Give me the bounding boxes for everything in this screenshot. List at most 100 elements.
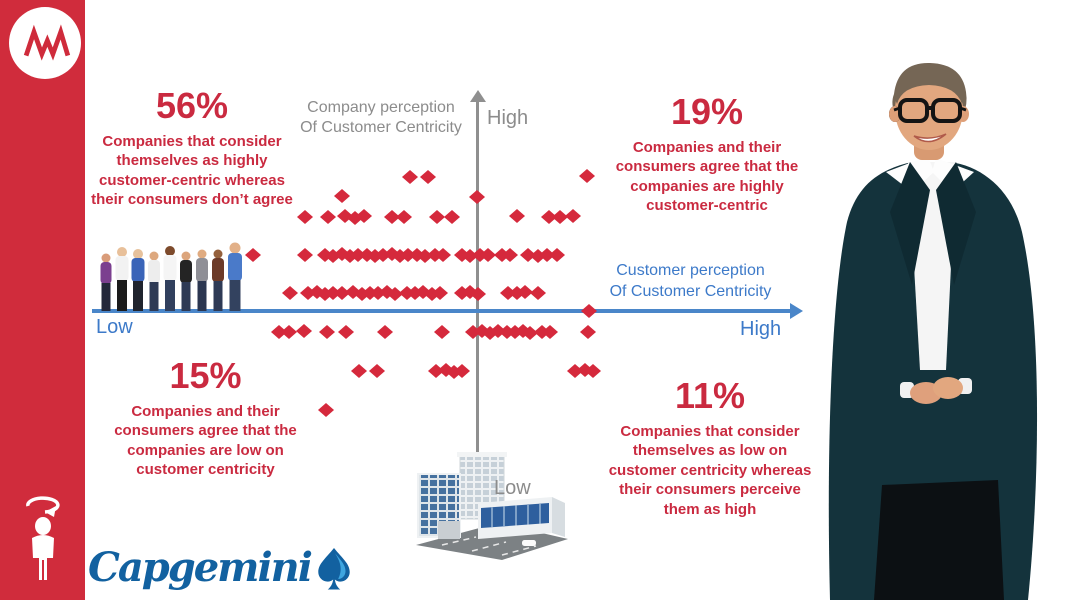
scatter-point (317, 248, 333, 262)
scatter-point (282, 286, 298, 300)
scatter-point (435, 248, 451, 262)
scatter-point (325, 249, 341, 263)
scatter-point (375, 248, 391, 262)
capgemini-spade-icon (318, 548, 350, 590)
scatter-point (480, 248, 496, 262)
scatter-point (530, 286, 546, 300)
y-axis-title-line1: Company perception (307, 99, 455, 116)
scatter-point (342, 249, 358, 263)
scatter-point (577, 363, 593, 377)
scatter-point (337, 209, 353, 223)
sidebar (0, 0, 85, 600)
scatter-point (500, 286, 516, 300)
scatter-point (515, 324, 531, 338)
scatter-point (399, 286, 415, 300)
scatter-point (552, 210, 568, 224)
scatter-point (520, 248, 536, 262)
quadrant-stat-top-left: 56% Companies that consider themselves a… (88, 86, 296, 210)
stat-description: Companies that consider themselves as lo… (608, 422, 812, 518)
office-building-illustration (416, 452, 568, 560)
scatter-point (297, 248, 313, 262)
scatter-point (530, 249, 546, 263)
scatter-point (377, 325, 393, 339)
scatter-point (438, 363, 454, 377)
brand-badge (9, 7, 81, 79)
scatter-point (509, 286, 525, 300)
scatter-point (494, 248, 510, 262)
scatter-point (579, 169, 595, 183)
scatter-point (454, 286, 470, 300)
scatter-point (542, 325, 558, 339)
scatter-point (432, 286, 448, 300)
y-axis-high-label: High (487, 107, 529, 129)
scatter-point (517, 285, 533, 299)
scatter-point (454, 364, 470, 378)
scatter-point (319, 325, 335, 339)
scatter-point (369, 364, 385, 378)
scatter-point (347, 211, 363, 225)
scatter-point (338, 325, 354, 339)
scatter-point (245, 248, 261, 262)
scatter-point (565, 209, 581, 223)
scatter-point (271, 325, 287, 339)
scatter-point (567, 364, 583, 378)
scatter-point (429, 210, 445, 224)
rotating-person-icon (20, 490, 66, 582)
zigzag-wave-icon (23, 24, 71, 61)
stat-percentage: 11% (674, 375, 746, 416)
scatter-point (356, 209, 372, 223)
stat-percentage: 56% (155, 85, 229, 126)
stat-description: Companies that consider themselves as hi… (91, 132, 293, 209)
scatter-point (296, 324, 312, 338)
scatter-point (446, 365, 462, 379)
scatter-point (490, 324, 506, 338)
scatter-point (392, 249, 408, 263)
scatter-point (400, 248, 416, 262)
scatter-point (384, 247, 400, 261)
scatter-point (454, 248, 470, 262)
scatter-point (297, 210, 313, 224)
scatter-point (415, 285, 431, 299)
scatter-point (402, 170, 418, 184)
capgemini-logo: Capgemini (88, 545, 353, 591)
scatter-point (534, 325, 550, 339)
scatter-point (309, 285, 325, 299)
x-axis-high-label: High (740, 318, 782, 340)
x-axis-line (92, 309, 792, 313)
x-axis-low-label: Low (96, 316, 133, 338)
scatter-point (384, 210, 400, 224)
scatter-point (427, 248, 443, 262)
y-axis-title: Company perception Of Customer Centricit… (290, 98, 472, 138)
scatter-point (281, 325, 297, 339)
scatter-point (350, 248, 366, 262)
quadrant-stat-bottom-left: 15% Companies and their consumers agree … (98, 356, 313, 480)
scatter-point (472, 248, 488, 262)
x-axis-arrow (790, 303, 803, 319)
y-axis-title-line2: Of Customer Centricity (300, 119, 462, 136)
scatter-point (407, 286, 423, 300)
y-axis-low-label: Low (494, 477, 531, 499)
scatter-point (482, 326, 498, 340)
scatter-point (417, 249, 433, 263)
consumers-group-photo (100, 242, 242, 311)
scatter-point (502, 248, 518, 262)
scatter-point (539, 248, 555, 262)
stat-description: Companies and their consumers agree that… (114, 402, 297, 479)
scatter-point (379, 285, 395, 299)
scatter-point (522, 326, 538, 340)
presenter-photo (828, 62, 1038, 600)
scatter-point (334, 189, 350, 203)
scatter-point (396, 210, 412, 224)
y-axis-arrow (470, 90, 486, 102)
scatter-point (362, 286, 378, 300)
scatter-point (424, 287, 440, 301)
stat-percentage: 15% (169, 355, 242, 396)
scatter-point (354, 287, 370, 301)
stat-description: Companies and their consumers agree that… (615, 138, 799, 215)
scatter-point (300, 286, 316, 300)
scatter-point (507, 325, 523, 339)
scatter-point (387, 287, 403, 301)
quadrant-stat-bottom-right: 11% Companies that consider themselves a… (602, 376, 818, 519)
x-axis-title-line2: Of Customer Centricity (609, 282, 772, 300)
